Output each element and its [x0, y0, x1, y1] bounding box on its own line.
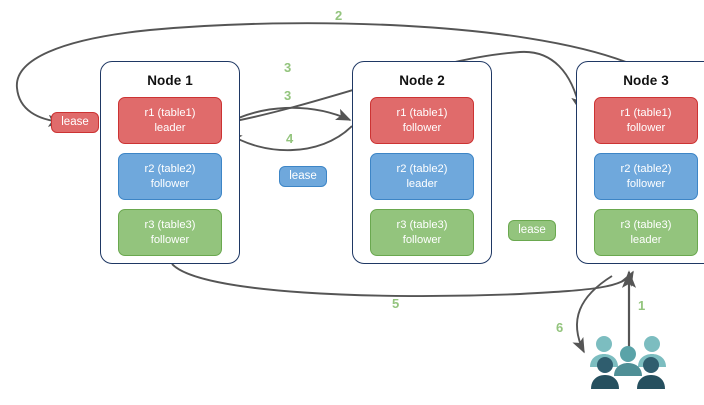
- node-1-replica-r2[interactable]: r2 (table2) follower: [118, 153, 222, 200]
- node-1-replica-r1-name: r1 (table1): [144, 107, 196, 119]
- node-2-replica-r1[interactable]: r1 (table1) follower: [370, 97, 474, 144]
- step-label-2: 2: [335, 8, 343, 23]
- step-label-3-lower: 3: [284, 88, 292, 103]
- node-2-replica-r1-role: follower: [402, 121, 442, 134]
- node-1-replica-r1-role: leader: [154, 121, 186, 134]
- node-3[interactable]: Node 3 r1 (table1) follower r2 (table2) …: [576, 61, 704, 264]
- node-1-replica-r2-role: follower: [150, 177, 190, 190]
- node-3-replica-r1[interactable]: r1 (table1) follower: [594, 97, 698, 144]
- arrow-step-5: [171, 263, 634, 298]
- node-1-replica-r1[interactable]: r1 (table1) leader: [118, 97, 222, 144]
- node-2-replica-r2-name: r2 (table2): [396, 163, 448, 175]
- node-2-replica-r3-role: follower: [402, 233, 442, 246]
- arrow-step-2: [16, 22, 627, 127]
- node-3-replica-r1-role: follower: [626, 121, 666, 134]
- node-3-replica-r1-name: r1 (table1): [620, 107, 672, 119]
- lease-badge-blue[interactable]: lease: [279, 166, 327, 187]
- arrow-step-3-upper: [219, 51, 584, 125]
- node-1[interactable]: Node 1 r1 (table1) leader r2 (table2) fo…: [100, 61, 240, 264]
- node-2-replica-r1-name: r1 (table1): [396, 107, 448, 119]
- node-1-replica-r3-role: follower: [150, 233, 190, 246]
- step-label-6: 6: [556, 320, 564, 335]
- node-3-replica-r3[interactable]: r3 (table3) leader: [594, 209, 698, 256]
- arrow-step-6: [572, 275, 613, 354]
- node-1-replica-r3[interactable]: r3 (table3) follower: [118, 209, 222, 256]
- node-2-replica-r2-role: leader: [406, 177, 438, 190]
- node-3-replica-r2-role: follower: [626, 177, 666, 190]
- step-label-4: 4: [286, 131, 294, 146]
- node-1-title: Node 1: [147, 73, 193, 88]
- node-3-replica-r2[interactable]: r2 (table2) follower: [594, 153, 698, 200]
- node-1-replica-r2-name: r2 (table2): [144, 163, 196, 175]
- step-label-5: 5: [392, 296, 400, 311]
- node-3-replica-r2-name: r2 (table2): [620, 163, 672, 175]
- arrow-step-4: [226, 125, 353, 152]
- node-3-replica-r3-role: leader: [630, 233, 662, 246]
- lease-badge-red[interactable]: lease: [51, 112, 99, 133]
- arrow-step-3-lower: [221, 106, 352, 127]
- node-2-replica-r3[interactable]: r3 (table3) follower: [370, 209, 474, 256]
- node-1-replica-r3-name: r3 (table3): [144, 219, 196, 231]
- node-2-title: Node 2: [399, 73, 445, 88]
- step-label-1: 1: [638, 298, 646, 313]
- node-3-title: Node 3: [623, 73, 669, 88]
- node-2-replica-r2[interactable]: r2 (table2) leader: [370, 153, 474, 200]
- lease-badge-green[interactable]: lease: [508, 220, 556, 241]
- node-2-replica-r3-name: r3 (table3): [396, 219, 448, 231]
- step-label-3-upper: 3: [284, 60, 292, 75]
- node-2[interactable]: Node 2 r1 (table1) follower r2 (table2) …: [352, 61, 492, 264]
- people-icon: [590, 336, 666, 389]
- node-3-replica-r3-name: r3 (table3): [620, 219, 672, 231]
